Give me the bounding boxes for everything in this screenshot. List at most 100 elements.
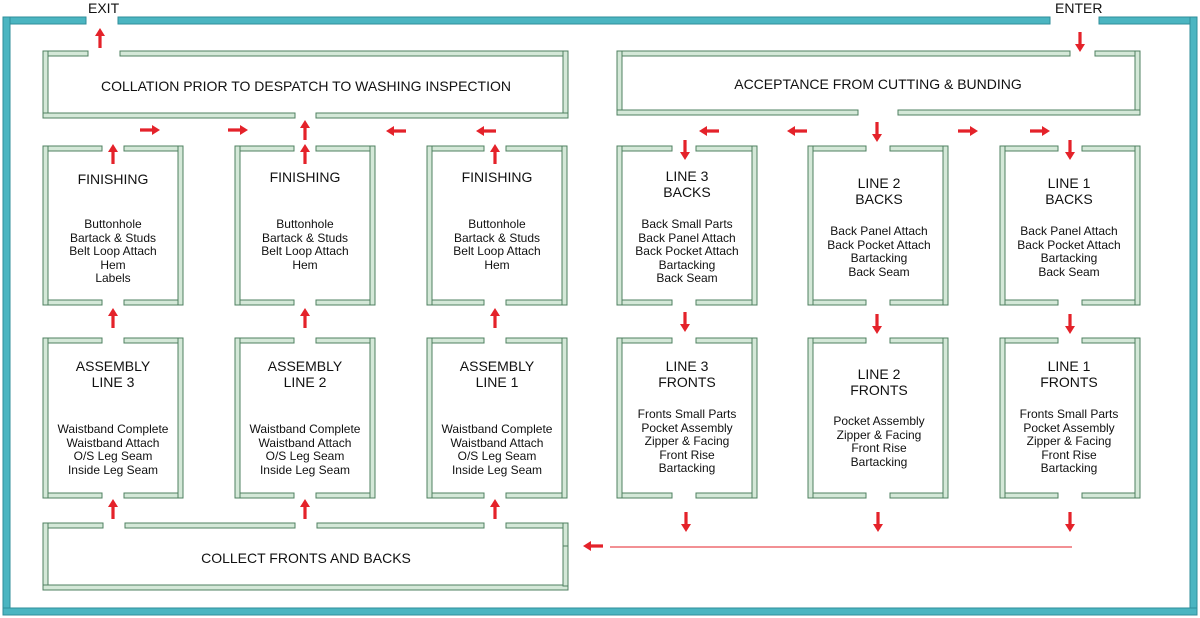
partition-wall bbox=[234, 145, 295, 152]
partition-wall bbox=[695, 145, 758, 152]
partition-wall bbox=[616, 337, 623, 499]
flow-arrow-up bbox=[490, 499, 500, 519]
flow-arrow-up bbox=[108, 308, 118, 328]
partition-wall bbox=[695, 299, 758, 306]
partition-wall bbox=[751, 145, 758, 306]
partition-wall bbox=[1081, 337, 1141, 344]
enter-label: ENTER bbox=[1055, 0, 1103, 16]
partition-wall bbox=[616, 299, 673, 306]
flow-arrow-up bbox=[490, 144, 500, 164]
partition-wall bbox=[316, 522, 485, 529]
partition-wall bbox=[42, 145, 103, 152]
partition-wall bbox=[889, 337, 949, 344]
partition-wall bbox=[889, 145, 949, 152]
partition-wall bbox=[942, 337, 949, 499]
partition-wall bbox=[426, 299, 485, 306]
flow-arrow-down bbox=[1075, 32, 1085, 52]
outer-wall-segment bbox=[2, 16, 87, 25]
partition-wall bbox=[123, 145, 184, 152]
partition-wall bbox=[1134, 50, 1141, 114]
flow-arrow-up bbox=[300, 499, 310, 519]
partition-wall bbox=[42, 145, 49, 306]
partition-wall bbox=[807, 492, 867, 499]
partition-wall bbox=[999, 145, 1059, 152]
collect-area-title: COLLECT FRONTS AND BACKS bbox=[201, 550, 411, 566]
partition-wall bbox=[124, 522, 296, 529]
flow-arrow-up bbox=[490, 308, 500, 328]
flow-arrow-up bbox=[300, 120, 310, 140]
flow-arrow-right bbox=[140, 125, 160, 135]
partition-wall bbox=[177, 337, 184, 499]
room-title: FINISHING bbox=[269, 169, 341, 185]
flow-arrow-down bbox=[1065, 512, 1075, 532]
flow-arrow-up bbox=[108, 499, 118, 519]
partition-wall bbox=[942, 145, 949, 306]
partition-wall bbox=[234, 337, 295, 344]
acceptance-area-title: ACCEPTANCE FROM CUTTING & BUNDING bbox=[734, 76, 1022, 92]
partition-wall bbox=[426, 145, 485, 152]
flow-arrow-down bbox=[873, 512, 883, 532]
partition-wall bbox=[1081, 145, 1141, 152]
partition-wall bbox=[42, 299, 103, 306]
flow-arrow-up bbox=[108, 144, 118, 164]
partition-wall bbox=[315, 492, 376, 499]
partition-wall bbox=[1134, 145, 1141, 306]
partition-wall bbox=[999, 299, 1059, 306]
partition-wall bbox=[889, 299, 949, 306]
flow-arrow-left bbox=[476, 126, 496, 136]
flow-arrow-up bbox=[300, 308, 310, 328]
partition-wall bbox=[315, 337, 376, 344]
flow-arrow-down bbox=[680, 312, 690, 332]
partition-wall bbox=[807, 145, 867, 152]
partition-wall bbox=[999, 337, 1006, 499]
partition-wall bbox=[695, 337, 758, 344]
partition-wall bbox=[42, 492, 103, 499]
partition-wall bbox=[426, 337, 485, 344]
partition-wall bbox=[807, 299, 867, 306]
flow-arrow-down bbox=[681, 512, 691, 532]
partition-wall bbox=[177, 145, 184, 306]
partition-wall bbox=[616, 145, 623, 306]
flow-arrow-right bbox=[228, 125, 248, 135]
partition-wall bbox=[426, 145, 433, 306]
flow-arrow-down bbox=[1065, 140, 1075, 160]
outer-walls bbox=[2, 16, 1198, 616]
partition-wall bbox=[616, 109, 859, 116]
partition-wall bbox=[999, 337, 1059, 344]
flow-arrow-down bbox=[1065, 314, 1075, 334]
outer-wall-segment bbox=[117, 16, 1051, 25]
partition-wall bbox=[751, 337, 758, 499]
room-title: FINISHING bbox=[77, 171, 149, 187]
partition-wall bbox=[561, 337, 568, 499]
flow-arrow-down bbox=[872, 314, 882, 334]
inner-walls bbox=[42, 50, 1141, 591]
partition-wall bbox=[234, 337, 241, 499]
outer-wall-segment bbox=[2, 16, 11, 616]
partition-wall bbox=[562, 545, 569, 587]
partition-wall bbox=[616, 492, 673, 499]
partition-wall bbox=[505, 492, 568, 499]
partition-wall bbox=[807, 337, 867, 344]
partition-wall bbox=[505, 522, 565, 529]
outer-wall-segment bbox=[1189, 16, 1198, 616]
partition-wall bbox=[897, 109, 1141, 116]
partition-wall bbox=[807, 145, 814, 306]
partition-wall bbox=[42, 337, 49, 499]
partition-wall bbox=[315, 112, 569, 119]
partition-wall bbox=[315, 145, 376, 152]
